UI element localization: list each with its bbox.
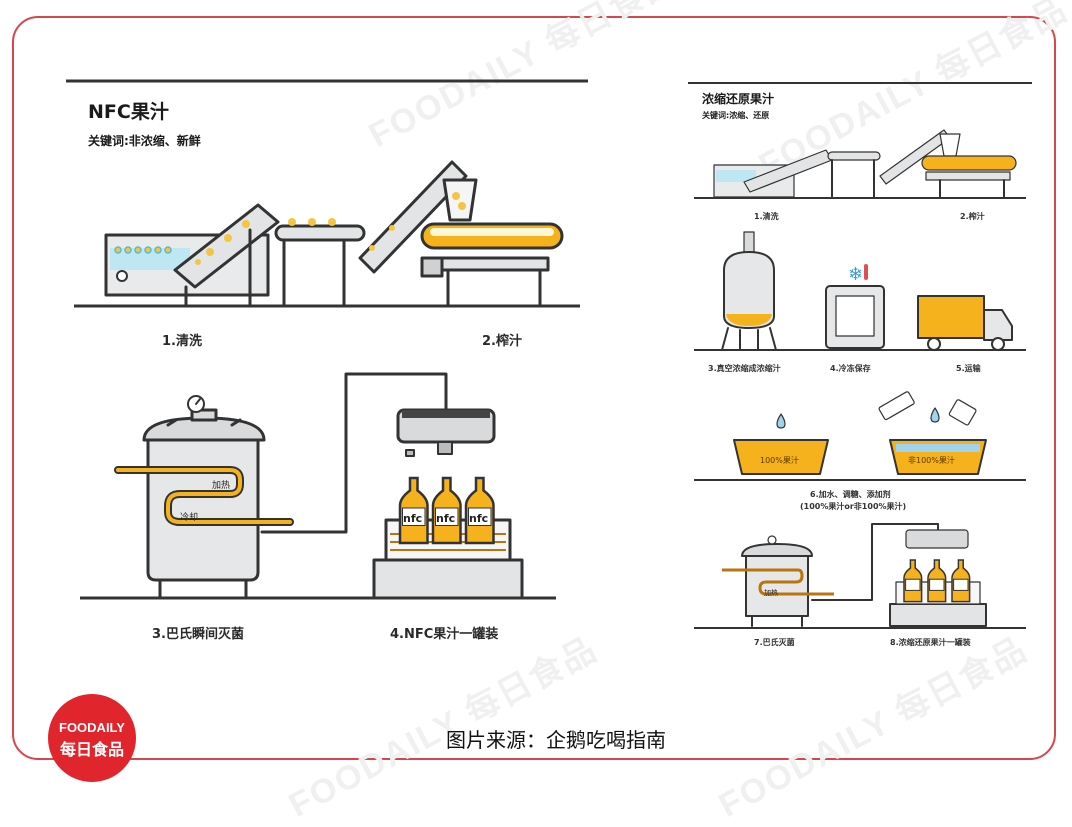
bottle-label: nfc (469, 512, 489, 525)
basin-non100 (878, 391, 987, 475)
source-caption: 图片来源：企鹅吃喝指南 (446, 728, 666, 752)
bottle-label-patch (929, 578, 945, 591)
step-label: 2.榨汁 (482, 334, 522, 349)
step-label: 2.榨汁 (960, 212, 985, 221)
card-frame (12, 16, 1056, 760)
keywords: 关键词:浓缩、还原 (702, 111, 770, 120)
washing-machine (104, 203, 280, 308)
step-sub-label: (100%果汁or非100%果汁) (800, 502, 907, 511)
keywords: 关键词:非浓缩、新鲜 (88, 134, 201, 148)
logo-text: FOODAILY (59, 720, 125, 735)
basin-label: 非100%果汁 (908, 456, 955, 465)
bottle-label-patch (905, 578, 921, 591)
bottle-label-patch (435, 507, 459, 526)
pasteurizer-tank (114, 395, 294, 600)
bottle-label-patch (402, 507, 426, 526)
bottle-label: nfc (436, 512, 456, 525)
bottle-label-patch (468, 507, 492, 526)
step-label: 1.清洗 (162, 334, 202, 349)
basin-100 (733, 413, 829, 475)
step-label: 3.真空浓缩成浓缩汁 (708, 364, 781, 373)
logo-text: 每日食品 (59, 740, 124, 759)
bottle-label-patch (953, 578, 969, 591)
step-label: 8.浓缩还原果汁一罐装 (890, 638, 971, 647)
juicer (420, 178, 564, 308)
freezer: ❄ (825, 264, 885, 349)
step-label: 4.NFC果汁一罐装 (390, 627, 499, 642)
step-label: 6.加水、调糖、添加剂 (810, 490, 891, 499)
tank-label: 加热 (212, 481, 231, 491)
step-label: 7.巴氏灭菌 (754, 638, 795, 647)
step-label: 5.运输 (956, 364, 981, 373)
conveyor (274, 218, 366, 308)
vacuum-evaporator (721, 231, 777, 351)
basin-label: 100%果汁 (760, 456, 799, 465)
snowflake-icon: ❄ (848, 264, 863, 285)
tank-label: 冷却 (180, 513, 199, 523)
step-label: 1.清洗 (754, 212, 779, 221)
tank-label: 加热 (764, 589, 778, 597)
mini-washing-line (713, 129, 1017, 199)
foodaily-logo: FOODAILY 每日食品 (48, 694, 136, 782)
page-title: NFC果汁 (88, 101, 169, 123)
process-illustration: .o{stroke:#333;stroke-width:3;fill:none;… (66, 79, 1032, 629)
bottles (398, 476, 495, 545)
mini-pasteurizer (722, 535, 834, 627)
bottle-label: nfc (403, 512, 423, 525)
truck (917, 295, 1013, 351)
step-label: 3.巴氏瞬间灭菌 (152, 627, 244, 642)
bottles (903, 559, 971, 603)
step-label: 4.冷冻保存 (830, 364, 871, 373)
page-title: 浓缩还原果汁 (702, 92, 775, 106)
elevator (358, 160, 468, 274)
